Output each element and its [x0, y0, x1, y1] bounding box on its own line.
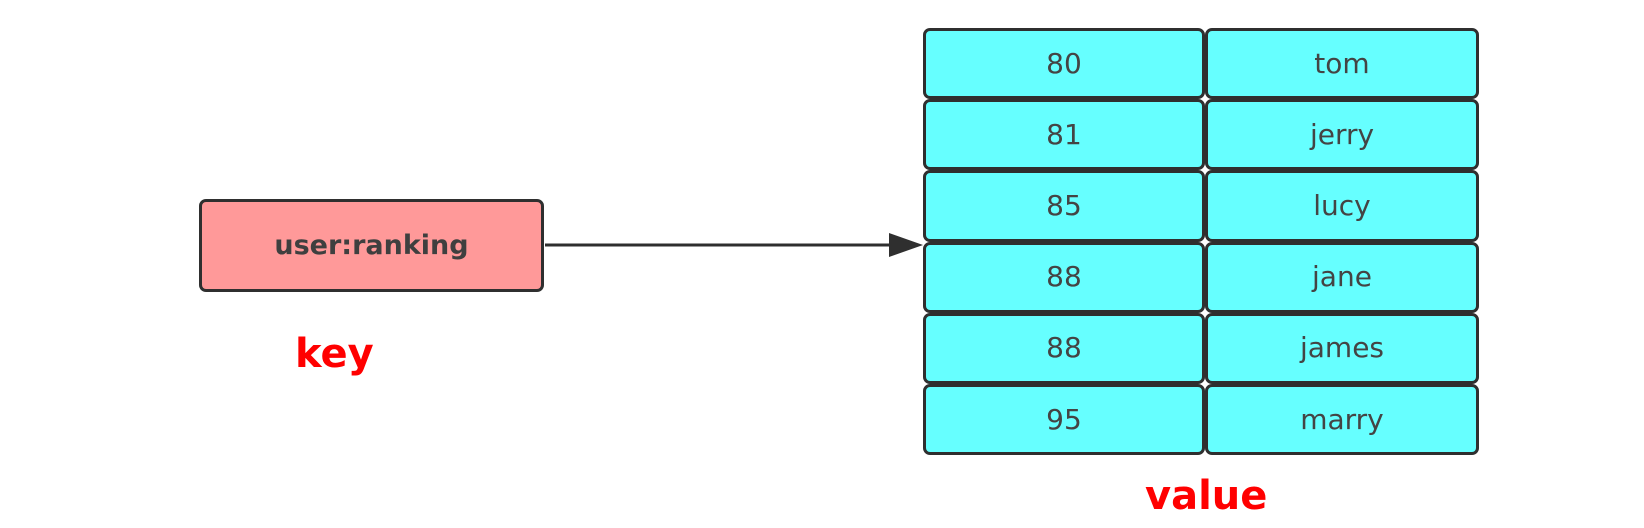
score-text: 85	[1046, 188, 1082, 222]
member-cell: lucy	[1205, 170, 1479, 242]
score-cell: 85	[923, 170, 1205, 242]
sorted-set-value-table: 80 tom 81 jerry 85 lucy 88 jane 88 james…	[923, 28, 1479, 456]
member-text: jane	[1312, 260, 1372, 294]
score-cell: 80	[923, 28, 1205, 100]
score-cell: 95	[923, 383, 1205, 456]
score-text: 81	[1046, 117, 1082, 151]
score-cell: 88	[923, 312, 1205, 384]
member-cell: james	[1205, 312, 1479, 384]
member-text: jerry	[1309, 117, 1375, 151]
member-cell: jerry	[1205, 99, 1479, 171]
key-box-label: user:ranking	[274, 230, 469, 261]
key-caption: key	[295, 331, 374, 377]
member-cell: tom	[1205, 28, 1479, 100]
member-text: lucy	[1313, 188, 1371, 222]
score-text: 88	[1046, 331, 1082, 365]
member-text: tom	[1314, 46, 1370, 80]
member-text: marry	[1300, 402, 1384, 436]
score-text: 95	[1046, 402, 1082, 436]
score-cell: 81	[923, 99, 1205, 171]
member-text: james	[1299, 331, 1385, 365]
arrow-head	[889, 233, 923, 257]
score-text: 80	[1046, 46, 1082, 80]
score-cell: 88	[923, 241, 1205, 313]
value-caption: value	[1145, 473, 1268, 519]
member-cell: jane	[1205, 241, 1479, 313]
score-text: 88	[1046, 260, 1082, 294]
member-cell: marry	[1205, 383, 1479, 456]
key-box: user:ranking	[199, 199, 544, 292]
